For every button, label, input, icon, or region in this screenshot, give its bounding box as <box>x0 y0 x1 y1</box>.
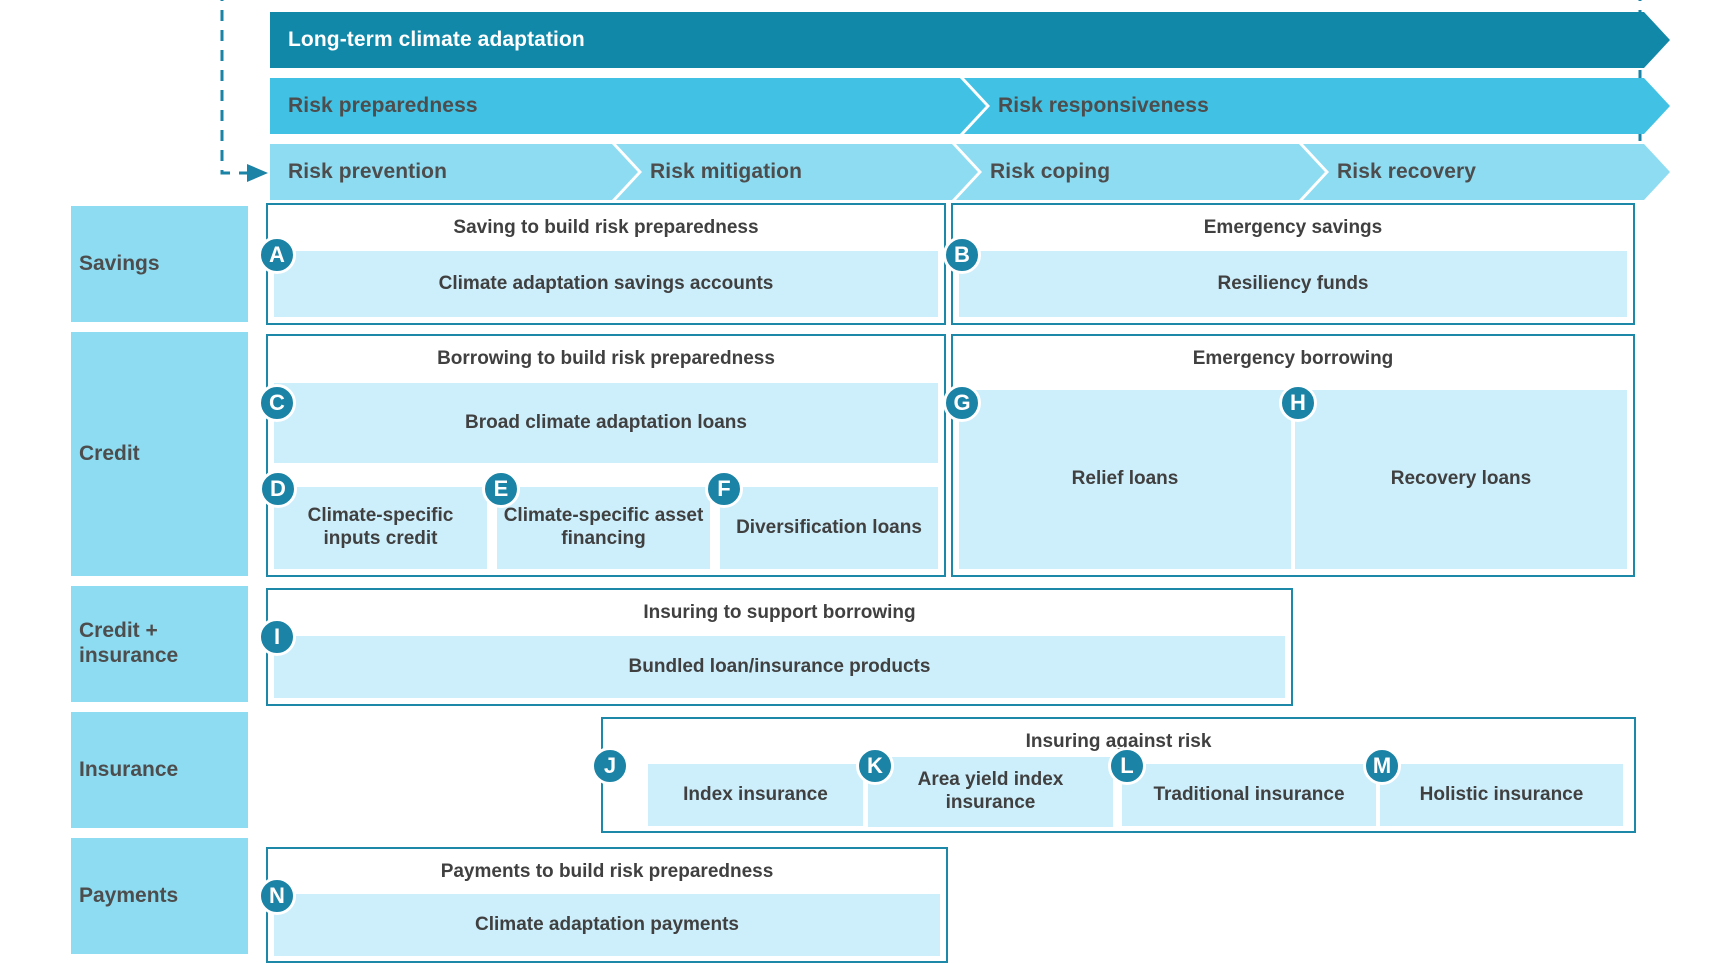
band-level1-label: Long-term climate adaptation <box>288 28 585 51</box>
group-emergency-borrowing-title: Emergency borrowing <box>1192 348 1394 369</box>
badge-K[interactable]: K <box>856 747 894 785</box>
badge-H[interactable]: H <box>1279 384 1317 422</box>
group-saving-prep-title: Saving to build risk preparedness <box>453 217 759 238</box>
row-label-insurance-text: Insurance <box>79 757 179 781</box>
tile-broad-climate-adaptation-loans[interactable]: Broad climate adaptation loans <box>274 383 938 463</box>
badge-I[interactable]: I <box>258 618 296 656</box>
badge-N[interactable]: N <box>258 877 296 915</box>
badge-G[interactable]: G <box>943 384 981 422</box>
badge-F[interactable]: F <box>705 470 743 508</box>
band-level3-separator-2 <box>952 144 982 200</box>
badge-A[interactable]: A <box>258 236 296 274</box>
tile-D-label: Climate-specific inputs credit <box>307 505 454 549</box>
band-level3-separator-1 <box>612 144 642 200</box>
tile-diversification-loans[interactable]: Diversification loans <box>720 487 938 569</box>
tile-G-label: Relief loans <box>1071 468 1179 490</box>
band-level2-arrowhead <box>1644 78 1670 134</box>
tile-holistic-insurance[interactable]: Holistic insurance <box>1380 764 1623 826</box>
row-label-credit[interactable]: Credit <box>71 332 248 576</box>
badge-M[interactable]: M <box>1363 747 1401 785</box>
row-label-payments[interactable]: Payments <box>71 838 248 954</box>
band-risk-recovery[interactable]: Risk recovery <box>1307 144 1644 200</box>
tile-index-insurance[interactable]: Index insurance <box>648 764 863 826</box>
band-risk-coping-label: Risk coping <box>990 160 1111 183</box>
band-risk-prevention-label: Risk prevention <box>288 160 448 183</box>
tile-traditional-insurance[interactable]: Traditional insurance <box>1122 764 1376 826</box>
tile-I-label: Bundled loan/insurance products <box>628 655 931 677</box>
band-level2: Risk preparedness Risk responsiveness <box>270 78 1670 134</box>
tile-B-label: Resiliency funds <box>1217 272 1369 294</box>
tile-M-label: Holistic insurance <box>1419 783 1584 805</box>
band-risk-mitigation-label: Risk mitigation <box>650 160 803 183</box>
band-level3-arrowhead <box>1644 144 1670 200</box>
row-label-savings[interactable]: Savings <box>71 206 248 322</box>
tile-N-label: Climate adaptation payments <box>475 913 739 935</box>
row-label-insurance[interactable]: Insurance <box>71 712 248 828</box>
tile-L-label: Traditional insurance <box>1153 783 1345 805</box>
row-label-credit-insurance-text: Credit + insurance <box>79 619 179 667</box>
row-label-savings-text: Savings <box>79 251 160 275</box>
tile-F-label: Diversification loans <box>736 516 922 538</box>
band-long-term-climate-adaptation[interactable]: Long-term climate adaptation <box>270 12 1670 68</box>
group-insuring-support-title: Insuring to support borrowing <box>643 602 916 623</box>
tile-J-label: Index insurance <box>683 783 828 805</box>
band-risk-responsiveness[interactable]: Risk responsiveness <box>968 78 1644 134</box>
band-level3-separator-3 <box>1299 144 1329 200</box>
band-risk-recovery-label: Risk recovery <box>1337 160 1477 183</box>
tile-bundled-loan-insurance-products[interactable]: Bundled loan/insurance products <box>274 636 1285 698</box>
tile-relief-loans[interactable]: Relief loans <box>959 390 1291 569</box>
row-label-payments-text: Payments <box>79 883 179 907</box>
tile-climate-specific-asset-financing[interactable]: Climate-specific asset financing <box>497 487 710 569</box>
badge-E[interactable]: E <box>482 470 520 508</box>
row-label-credit-insurance[interactable]: Credit + insurance <box>71 586 248 702</box>
tile-H-label: Recovery loans <box>1390 468 1532 490</box>
group-emergency-savings-title: Emergency savings <box>1203 217 1383 238</box>
tile-A-label: Climate adaptation savings accounts <box>438 272 774 294</box>
badge-B[interactable]: B <box>943 236 981 274</box>
band-level1-arrowhead <box>1644 12 1670 68</box>
badge-L[interactable]: L <box>1108 747 1146 785</box>
band-risk-preparedness-label: Risk preparedness <box>288 94 478 117</box>
badge-D[interactable]: D <box>259 470 297 508</box>
tile-area-yield-index-insurance[interactable]: Area yield index insurance <box>868 757 1113 827</box>
badge-J[interactable]: J <box>591 747 629 785</box>
band-level2-separator <box>960 78 990 134</box>
tile-climate-adaptation-payments[interactable]: Climate adaptation payments <box>274 894 940 956</box>
row-label-credit-text: Credit <box>79 441 140 465</box>
group-insuring-against-title: Insuring against risk <box>1025 731 1212 752</box>
band-level3: Risk prevention Risk mitigation Risk cop… <box>270 144 1670 200</box>
band-level1-segment[interactable]: Long-term climate adaptation <box>270 12 1644 68</box>
band-risk-responsiveness-label: Risk responsiveness <box>998 94 1209 117</box>
tile-resiliency-funds[interactable]: Resiliency funds <box>959 251 1627 317</box>
tile-climate-adaptation-savings-accounts[interactable]: Climate adaptation savings accounts <box>274 251 938 317</box>
tile-C-label: Broad climate adaptation loans <box>465 411 747 433</box>
group-payments-prep-title: Payments to build risk preparedness <box>440 861 774 882</box>
tile-E-label: Climate-specific asset financing <box>503 505 704 549</box>
tile-recovery-loans[interactable]: Recovery loans <box>1295 390 1627 569</box>
badge-C[interactable]: C <box>258 384 296 422</box>
tile-K-label: Area yield index insurance <box>917 769 1064 813</box>
group-borrowing-prep-title: Borrowing to build risk preparedness <box>437 348 775 369</box>
tile-climate-specific-inputs-credit[interactable]: Climate-specific inputs credit <box>274 487 487 569</box>
